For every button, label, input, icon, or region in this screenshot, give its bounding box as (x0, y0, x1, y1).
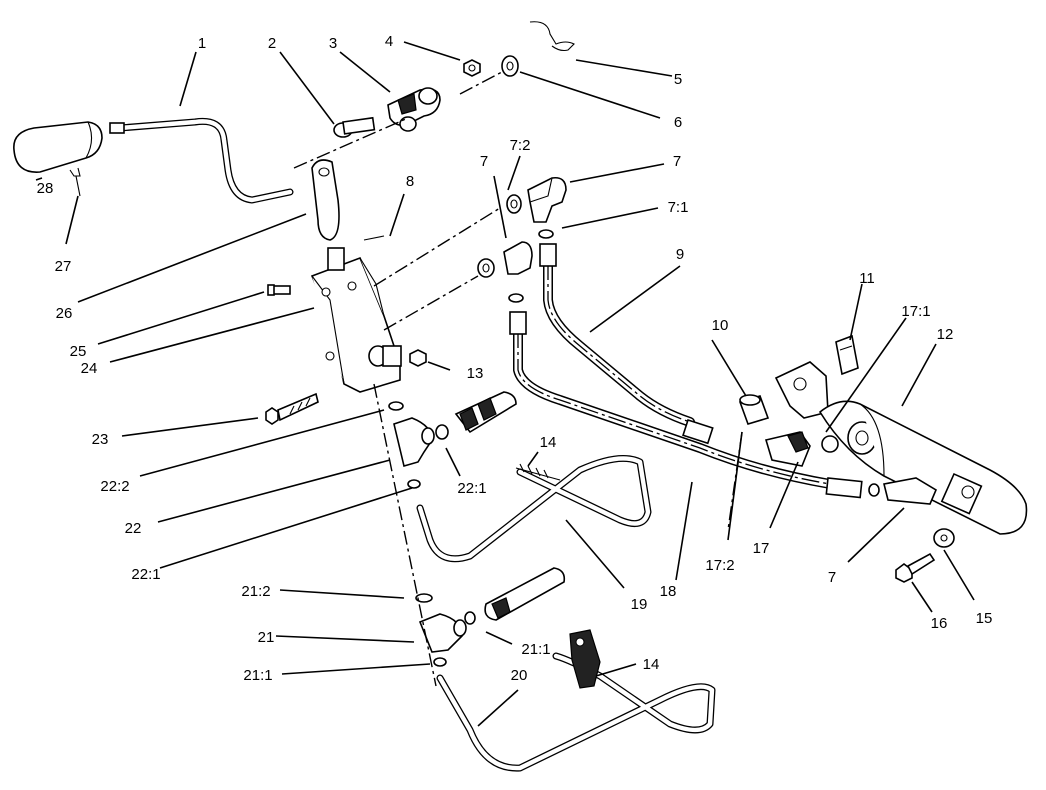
label-26: 26 (56, 305, 73, 322)
label-9: 9 (676, 246, 684, 263)
label-7-1: 7:1 (668, 199, 689, 216)
centerlines (293, 71, 743, 687)
label-22-1a: 22:1 (457, 480, 486, 497)
washer-6 (501, 55, 519, 77)
label-7-left: 7 (480, 153, 488, 170)
label-4: 4 (385, 33, 393, 50)
label-14b: 14 (643, 656, 660, 673)
label-22: 22 (125, 520, 142, 537)
label-7-top: 7 (673, 153, 681, 170)
label-10: 10 (712, 317, 729, 334)
spring-pin-8 (363, 235, 385, 241)
label-25: 25 (70, 343, 87, 360)
adapter-21-1 (484, 567, 566, 621)
callout-labels: 1 2 3 4 5 6 7:2 7 7 7:1 8 9 10 11 17:1 1… (37, 33, 993, 684)
clevis-pin (333, 116, 376, 138)
link-plate (311, 159, 340, 241)
label-17: 17 (753, 540, 770, 557)
label-22-1b: 22:1 (131, 566, 160, 583)
label-20: 20 (511, 667, 528, 684)
label-19: 19 (631, 596, 648, 613)
label-3: 3 (329, 35, 337, 52)
tube-clamp-14 (569, 629, 601, 689)
o-ring-7-1 (538, 229, 554, 239)
label-12: 12 (937, 326, 954, 343)
label-16: 16 (931, 615, 948, 632)
label-21-2: 21:2 (241, 583, 270, 600)
label-21: 21 (258, 629, 275, 646)
label-27: 27 (55, 258, 72, 275)
elbow-fitting-7-cylinder (868, 477, 938, 505)
bolt-23 (265, 392, 319, 425)
handle-lever (13, 117, 294, 204)
elbow-fitting-7-upper (506, 176, 567, 223)
quick-coupler (435, 391, 517, 440)
elbow-fitting-7-lower (477, 241, 533, 278)
clip-11 (835, 334, 859, 376)
fitting-17 (764, 431, 839, 467)
hydraulic-cylinder-12 (818, 400, 1028, 535)
label-11: 11 (859, 270, 875, 287)
label-7-bottom: 7 (828, 569, 836, 586)
clevis-yoke (387, 87, 441, 132)
label-2: 2 (268, 35, 276, 52)
label-5: 5 (674, 71, 682, 88)
label-13: 13 (467, 365, 484, 382)
label-21-1a: 21:1 (521, 641, 550, 658)
label-18: 18 (660, 583, 677, 600)
hairpin-clip-5 (529, 21, 575, 52)
label-17-2: 17:2 (705, 557, 734, 574)
elbow-fitting-22 (388, 401, 435, 489)
label-23: 23 (92, 431, 109, 448)
nut-13 (409, 349, 427, 367)
bolt-16 (895, 552, 936, 583)
screw-25 (267, 284, 291, 296)
elbow-fitting-21 (415, 593, 476, 667)
label-17-1: 17:1 (901, 303, 930, 320)
tube-19 (416, 454, 652, 563)
label-8: 8 (406, 173, 414, 190)
pin-10 (738, 394, 770, 425)
hose-9 (539, 243, 714, 445)
leader-lines (35, 41, 975, 727)
cylinder-yoke (774, 361, 829, 419)
valve-body (310, 247, 402, 393)
label-24: 24 (81, 360, 98, 377)
label-28: 28 (37, 180, 54, 197)
label-22-2: 22:2 (100, 478, 129, 495)
label-1: 1 (198, 35, 206, 52)
nut-4 (463, 59, 481, 77)
washer-15 (933, 528, 955, 548)
label-15: 15 (976, 610, 993, 627)
label-21-1b: 21:1 (243, 667, 272, 684)
label-7-2: 7:2 (510, 137, 531, 154)
label-6: 6 (674, 114, 682, 131)
label-14a: 14 (540, 434, 557, 451)
